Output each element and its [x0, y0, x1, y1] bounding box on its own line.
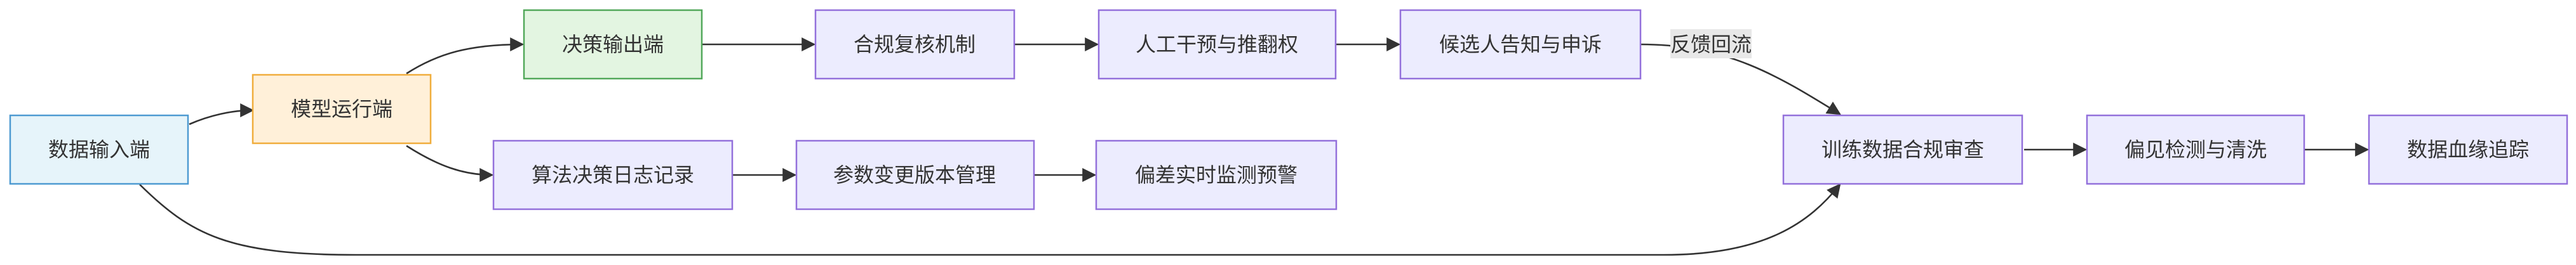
edge-path: [189, 103, 255, 126]
node-bias-monitoring[interactable]: 偏差实时监测预警: [1095, 139, 1338, 210]
node-box: [252, 74, 432, 145]
node-label: 偏见检测与清洗: [2124, 138, 2267, 162]
node-label: 参数变更版本管理: [833, 163, 996, 187]
node-box: [9, 114, 189, 185]
node-box: [2368, 114, 2568, 185]
node-box: [1097, 9, 1337, 80]
node-box: [492, 139, 734, 210]
node-candidate-notice[interactable]: 候选人告知与申诉: [1399, 9, 1642, 80]
node-data-lineage[interactable]: 数据血缘追踪: [2368, 114, 2568, 185]
node-model-runtime[interactable]: 模型运行端: [252, 74, 432, 145]
nodes-layer: 数据输入端 模型运行端 决策输出端 合规复核机制 人工干预与推翻权 候选人告知与…: [9, 9, 2568, 210]
node-label: 候选人告知与申诉: [1439, 32, 1602, 56]
edge-label-feedback: 反馈回流: [1670, 29, 1752, 58]
node-decision-output[interactable]: 决策输出端: [523, 9, 703, 80]
node-box: [1095, 139, 1338, 210]
edge-labels-layer: 反馈回流: [1670, 29, 1752, 58]
node-label: 数据输入端: [48, 138, 150, 162]
node-human-override[interactable]: 人工干预与推翻权: [1097, 9, 1337, 80]
node-data-input[interactable]: 数据输入端: [9, 114, 189, 185]
edge-path: [406, 37, 525, 75]
node-box: [1399, 9, 1642, 80]
node-training-data-review[interactable]: 训练数据合规审查: [1782, 114, 2023, 185]
node-box: [1782, 114, 2023, 185]
node-label: 人工干预与推翻权: [1136, 32, 1298, 56]
node-bias-detection[interactable]: 偏见检测与清洗: [2086, 114, 2305, 185]
node-version-management[interactable]: 参数变更版本管理: [795, 139, 1035, 210]
node-label: 数据血缘追踪: [2407, 138, 2529, 162]
node-box: [814, 9, 1016, 80]
edge-label-text: 反馈回流: [1670, 32, 1752, 56]
node-label: 算法决策日志记录: [532, 163, 694, 187]
edge-path: [406, 145, 494, 182]
edge-model-output: [406, 37, 525, 75]
edge-input-training: [139, 183, 1841, 256]
node-box: [795, 139, 1035, 210]
edge-model-log: [406, 145, 494, 182]
edge-input-model: [189, 103, 255, 126]
node-box: [2086, 114, 2305, 185]
node-label: 训练数据合规审查: [1821, 138, 1984, 162]
edge-path: [139, 183, 1841, 256]
node-label: 决策输出端: [562, 32, 664, 56]
node-compliance-review[interactable]: 合规复核机制: [814, 9, 1016, 80]
node-label: 偏差实时监测预警: [1135, 163, 1298, 187]
edge-label-bg: [1670, 29, 1752, 58]
node-label: 合规复核机制: [854, 32, 976, 56]
node-box: [523, 9, 703, 80]
node-label: 模型运行端: [291, 97, 392, 121]
node-decision-log[interactable]: 算法决策日志记录: [492, 139, 734, 210]
